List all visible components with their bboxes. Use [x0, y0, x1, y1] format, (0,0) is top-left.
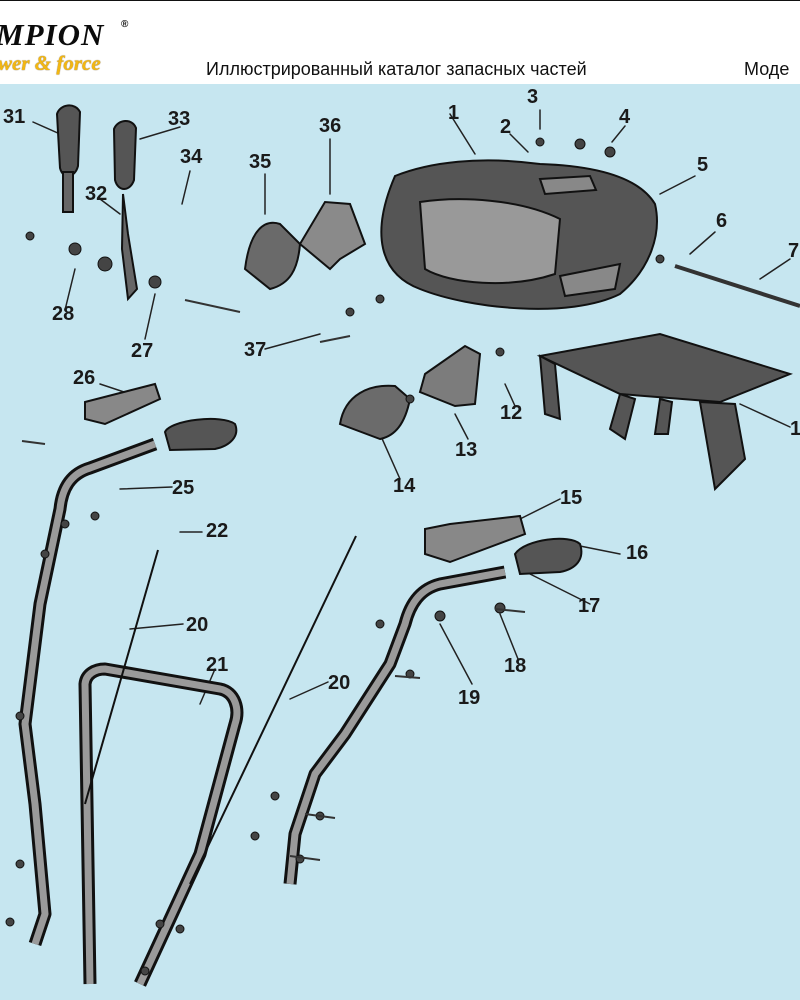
bolts: [21, 299, 526, 861]
part-number-18: 18: [504, 655, 527, 677]
part-number-3: 3: [527, 86, 539, 108]
part-number-1: 1: [448, 102, 460, 124]
part-28-grip-left: [163, 418, 238, 452]
part-number-22: 22: [206, 520, 229, 542]
part-7-rod: [674, 264, 800, 308]
catalog-title: Иллюстрированный каталог запасных частей: [206, 59, 587, 79]
part-number-2: 2: [500, 116, 512, 138]
part-12-console-plate: [536, 332, 794, 492]
part-16-grip: [513, 537, 583, 576]
part-20-cables: [84, 535, 357, 885]
part-13-bracket: [418, 344, 482, 408]
part-36-bracket: [298, 200, 367, 271]
part-number-37: 37: [244, 339, 267, 361]
part-number-33: 33: [168, 108, 191, 130]
registered-mark: ®: [121, 19, 129, 30]
part-1-hood: [380, 159, 658, 310]
part-number-19: 19: [458, 687, 481, 709]
part-number-20-b: 20: [328, 672, 351, 694]
part-number-35: 35: [249, 151, 272, 173]
part-number-31: 31: [3, 106, 26, 128]
part-number-20-a: 20: [186, 614, 209, 636]
part-number-13: 13: [455, 439, 478, 461]
part-number-15: 15: [560, 487, 583, 509]
part-35-cover: [243, 221, 302, 291]
part-number-21: 21: [206, 654, 229, 676]
part-number-25: 25: [172, 477, 195, 499]
part-number-14: 14: [393, 475, 416, 497]
handle-frames: [18, 437, 507, 987]
part-number-6: 6: [716, 210, 728, 232]
part-number-28: 28: [52, 303, 75, 325]
part-number-27: 27: [131, 340, 154, 362]
part-number-34: 34: [180, 146, 203, 168]
part-number-32: 32: [85, 183, 108, 205]
parts-drawing: [5, 104, 800, 987]
brand-logo-tagline: wer & force: [0, 51, 101, 75]
part-number-12: 12: [500, 402, 523, 424]
part-number-7: 7: [788, 240, 800, 262]
part-14-cover: [338, 384, 412, 441]
part-number-36: 36: [319, 115, 342, 137]
model-label: Моде: [744, 59, 790, 79]
exploded-parts-diagram: 1 2 3 4 5 6 7 1 12 13 14 15 16 17 18 19 …: [0, 84, 800, 1000]
part-number-16: 16: [626, 542, 649, 564]
part-15-26-plates: [84, 382, 527, 564]
part-number-26: 26: [73, 367, 96, 389]
catalog-header: MPION ® wer & force Иллюстрированный кат…: [0, 0, 800, 85]
brand-logo-top: MPION: [0, 17, 105, 52]
part-number-4: 4: [619, 106, 631, 128]
part-number-5: 5: [697, 154, 709, 176]
handle-frames-inner: [21, 440, 506, 986]
parts-31-33-levers: [55, 104, 139, 302]
part-number-1-console: 1: [790, 418, 800, 440]
part-number-17: 17: [578, 595, 601, 617]
